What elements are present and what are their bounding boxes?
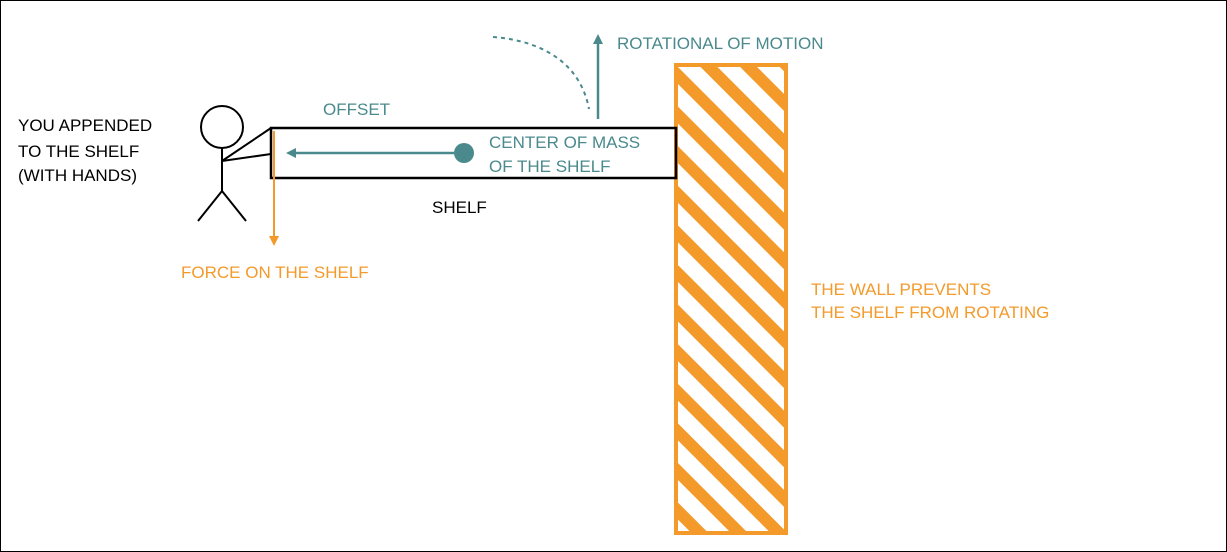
figure-right-leg (221, 190, 247, 222)
rotation-label: ROTATIONAL OF MOTION (617, 34, 824, 53)
person-label-line-1: YOU APPENDED (18, 116, 153, 135)
stick-figure (197, 105, 272, 222)
figure-left-leg (197, 190, 223, 222)
center-of-mass-dot (454, 143, 474, 163)
wall-label-line-2: THE SHELF FROM ROTATING (811, 303, 1050, 322)
person-label-line-3: (WITH HANDS) (18, 166, 137, 185)
offset-label: OFFSET (323, 100, 391, 119)
shelf-rectangle (269, 126, 678, 180)
rotation-arc (492, 36, 590, 110)
wall-label-line-1: THE WALL PREVENTS (811, 280, 992, 299)
wall-outline (674, 63, 788, 535)
person-label-line-2: TO THE SHELF (18, 142, 140, 161)
figure-lower-arm (221, 153, 272, 162)
wall-hatching (676, 65, 786, 533)
figure-head (200, 105, 244, 149)
center-of-mass-label-line-2: OF THE SHELF (489, 157, 611, 176)
force-label: FORCE ON THE SHELF (181, 263, 369, 282)
figure-upper-arm (221, 127, 272, 162)
center-of-mass-label-line-1: CENTER OF MASS (489, 133, 641, 152)
wall (674, 63, 788, 535)
shelf-label: SHELF (432, 198, 487, 217)
